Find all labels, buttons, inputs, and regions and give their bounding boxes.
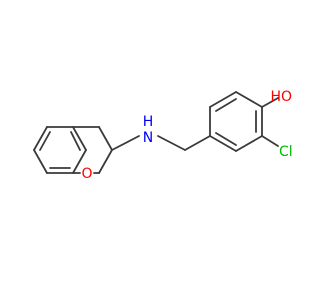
pyran-ring — [72, 126, 113, 174]
bond-c-oh — [261, 97, 279, 108]
ring-oxygen-label: O — [81, 166, 92, 182]
bond-c-cl — [261, 135, 279, 147]
phenol-ring — [209, 91, 263, 152]
structure-canvas: H N O HO Cl — [33, 89, 293, 182]
bond-c3-n — [111, 135, 140, 151]
hydroxyl-label: HO — [270, 89, 292, 105]
bond-n-ch2 — [157, 135, 186, 151]
chlorine-label: Cl — [279, 144, 293, 160]
benzene-ring-left — [33, 126, 87, 174]
atom-nh: H N — [143, 114, 154, 146]
nh-n-label: N — [143, 130, 153, 146]
nh-h-label: H — [143, 114, 154, 130]
molecule-structure: H N O HO Cl — [33, 89, 293, 182]
bond-ch2-aryl — [184, 135, 211, 151]
